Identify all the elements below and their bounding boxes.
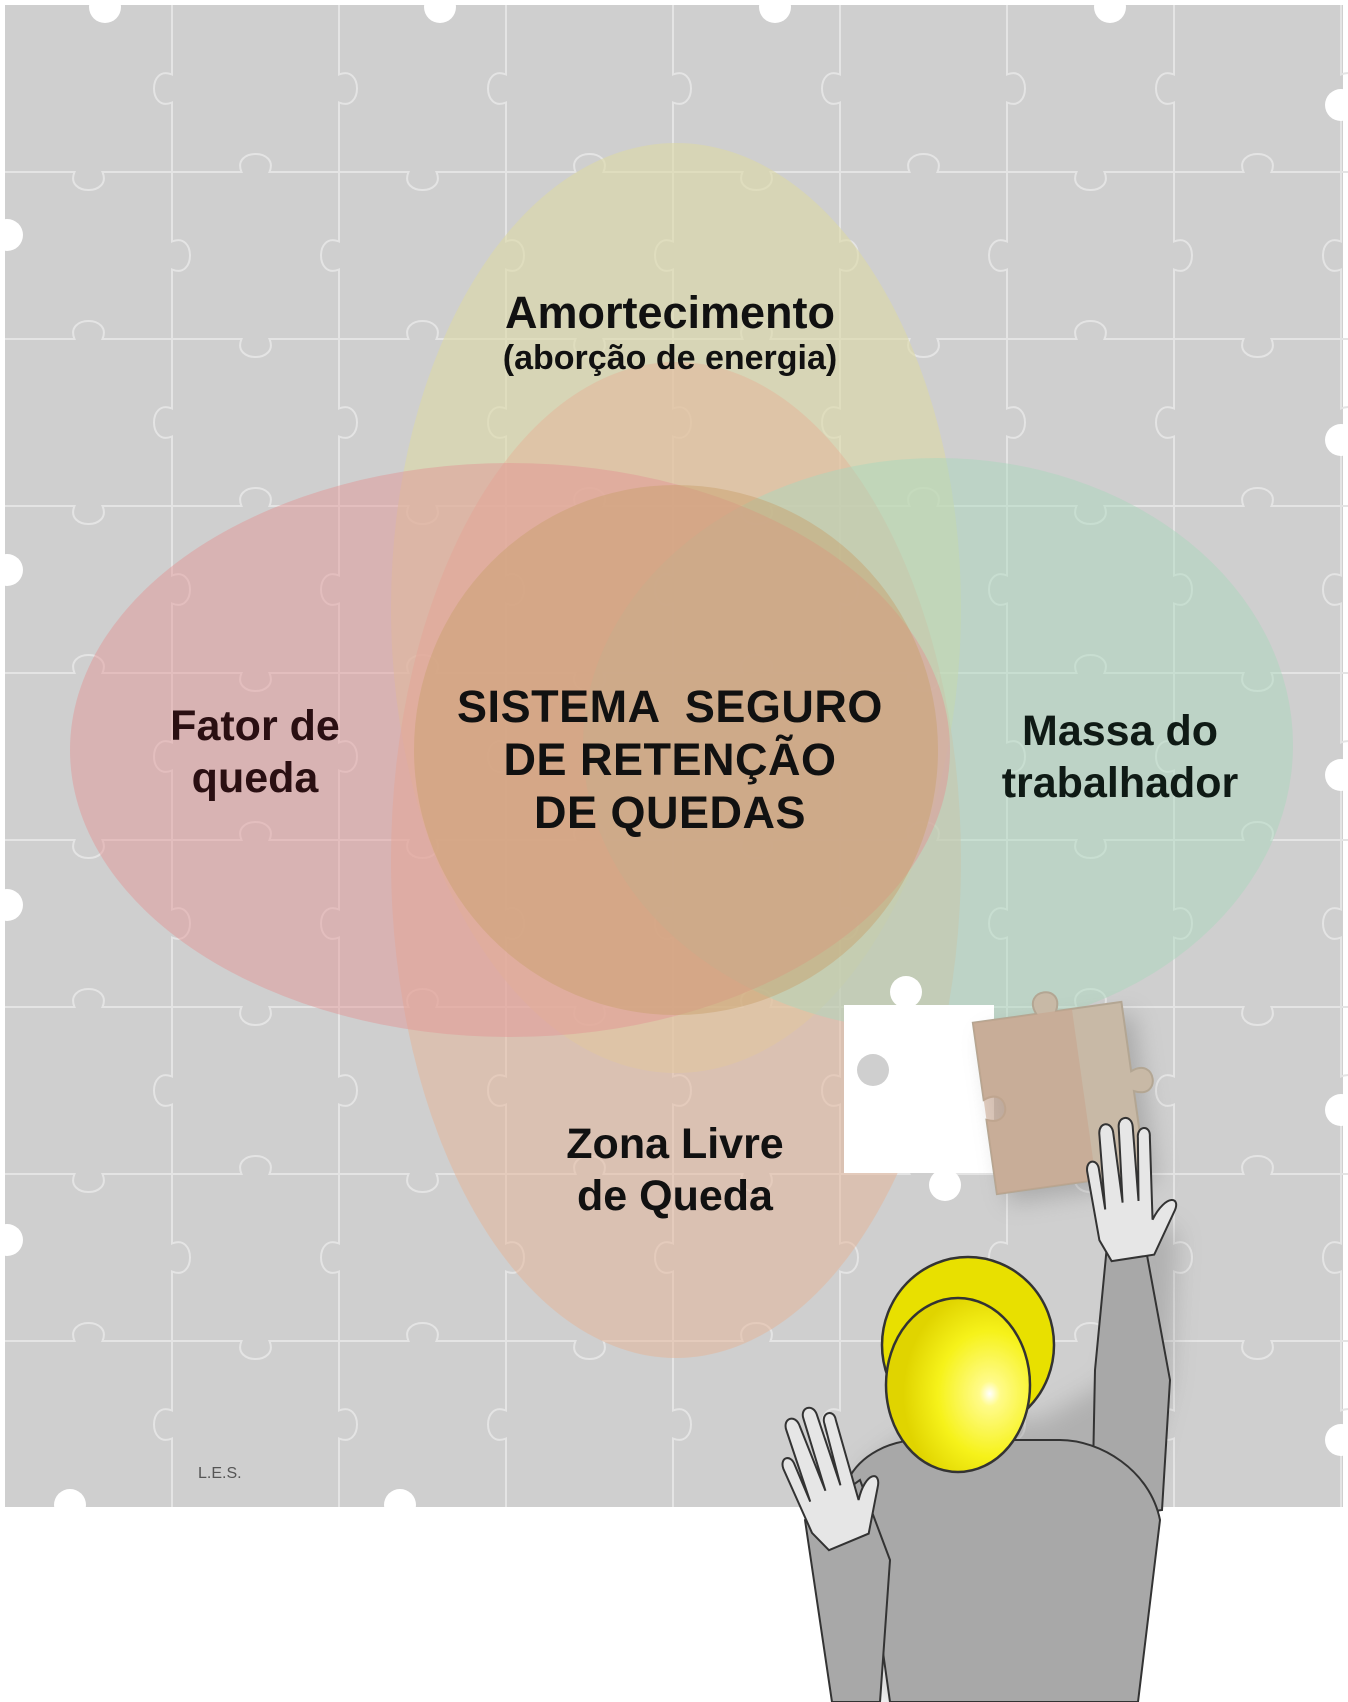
puzzle-seam (1155, 5, 1193, 1507)
edge-notch (1325, 424, 1348, 456)
label-fator-de-queda: Fator de queda (120, 700, 390, 805)
puzzle-seam (153, 5, 191, 1507)
center-title-line-2: DE RETENÇÃO (503, 734, 837, 786)
ellipse-bottom (391, 362, 961, 1358)
label-zona-livre-de-queda: Zona Livre de Queda (520, 1118, 830, 1223)
edge-notch (1325, 759, 1348, 791)
edge-notch (1094, 0, 1126, 23)
edge-notch (89, 0, 121, 23)
ellipse-left (70, 463, 950, 1037)
center-title: SISTEMA SEGURO DE RETENÇÃO DE QUEDAS (410, 680, 930, 839)
zona-line-1: Zona Livre (566, 1120, 784, 1168)
edge-notch (0, 1224, 23, 1256)
center-title-line-1: SISTEMA SEGURO (457, 681, 883, 732)
edge-notch (1325, 1424, 1348, 1456)
edge-notch (384, 1489, 416, 1521)
puzzle-seam (320, 5, 358, 1507)
ellipse-right (583, 458, 1293, 1032)
puzzle-seam (988, 5, 1026, 1507)
label-amortecimento: Amortecimento (aborção de energia) (430, 290, 910, 375)
venn-ellipses (70, 143, 1293, 1358)
author-initials: L.E.S. (198, 1465, 242, 1482)
edge-notch (1325, 1094, 1348, 1126)
massa-line-1: Massa do (1022, 707, 1218, 755)
edge-notch (1325, 89, 1348, 121)
amortecimento-title: Amortecimento (504, 287, 836, 338)
ellipse-center (414, 485, 938, 1015)
edge-notch (0, 554, 23, 586)
fator-line-2: queda (191, 754, 319, 803)
missing-piece-slot (844, 976, 994, 1201)
edge-notch (0, 889, 23, 921)
massa-line-2: trabalhador (1001, 759, 1239, 808)
center-title-line-3: DE QUEDAS (533, 787, 807, 839)
puzzle-seam (1322, 5, 1348, 1507)
zona-line-2: de Queda (577, 1172, 773, 1221)
worker-with-hard-hat-icon (781, 1116, 1178, 1702)
hard-hat-icon (880, 1255, 1056, 1474)
amortecimento-subtitle: (aborção de energia) (502, 339, 838, 377)
fator-line-1: Fator de (170, 702, 340, 750)
edge-notch (424, 0, 456, 23)
label-massa-do-trabalhador: Massa do trabalhador (970, 705, 1270, 810)
edge-notch (0, 219, 23, 251)
edge-notch (54, 1489, 86, 1521)
edge-notch (759, 0, 791, 23)
